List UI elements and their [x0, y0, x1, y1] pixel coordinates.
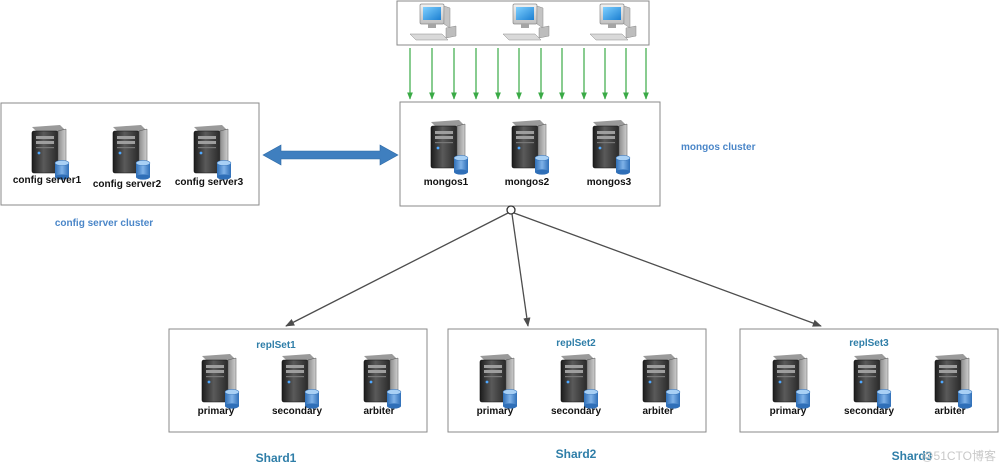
mongos3-server-icon — [592, 119, 631, 176]
shard1-secondary-label: secondary — [272, 406, 322, 417]
config-server1-icon — [31, 124, 70, 181]
mongos1-label: mongos1 — [424, 177, 469, 188]
mongos-cluster: mongos1 mongos2 mongos3 — [399, 101, 661, 207]
config-server1-label: config server1 — [13, 175, 82, 186]
config-server-cluster: config server1 config server2 config ser… — [0, 102, 260, 206]
shard3-secondary-label: secondary — [844, 406, 894, 417]
shard3-secondary-server-icon — [853, 353, 892, 410]
shard3-arbiter-server-icon — [934, 353, 973, 410]
shard2-replset: replSet2 primary secondary arbiter — [447, 328, 707, 433]
shard2-primary-label: primary — [477, 406, 514, 417]
shard3-arbiter-label: arbiter — [934, 406, 965, 417]
config-server2-icon — [112, 124, 151, 181]
shard1-primary-label: primary — [198, 406, 235, 417]
shard1-secondary-server-icon — [281, 353, 320, 410]
shard3-primary-label: primary — [770, 406, 807, 417]
mongos2-label: mongos2 — [505, 177, 550, 188]
shard3-replset: replSet3 primary secondary arbiter — [739, 328, 999, 433]
config-server3-label: config server3 — [175, 177, 244, 188]
mongos3-label: mongos3 — [587, 177, 632, 188]
routing-junction — [506, 205, 516, 215]
watermark-text: @51CTO博客 — [921, 448, 996, 463]
replset2-label: replSet2 — [556, 338, 596, 349]
client-request-arrows — [407, 48, 649, 100]
shard2-secondary-label: secondary — [551, 406, 601, 417]
shard1-replset: replSet1 primary secondary arbiter — [168, 328, 428, 433]
shard1-primary-server-icon — [201, 353, 240, 410]
mongos1-server-icon — [430, 119, 469, 176]
mongos-cluster-label: mongos cluster — [681, 142, 756, 153]
clients-group — [396, 0, 650, 46]
shard2-label: Shard2 — [556, 447, 597, 461]
shard2-primary-server-icon — [479, 353, 518, 410]
shard1-arbiter-label: arbiter — [363, 406, 394, 417]
shard3-primary-server-icon — [772, 353, 811, 410]
config-server2-label: config server2 — [93, 179, 162, 190]
shard1-arbiter-server-icon — [363, 353, 402, 410]
replset1-label: replSet1 — [256, 340, 296, 351]
mongos2-server-icon — [511, 119, 550, 176]
config-mongos-bidirectional-arrow — [262, 144, 399, 166]
route-to-shard3-arrow — [513, 212, 822, 327]
shard2-arbiter-label: arbiter — [642, 406, 673, 417]
replset3-label: replSet3 — [849, 338, 889, 349]
config-server3-icon — [193, 124, 232, 181]
shard2-secondary-server-icon — [560, 353, 599, 410]
shard2-arbiter-server-icon — [642, 353, 681, 410]
shard3-label: Shard3 — [892, 449, 933, 463]
config-cluster-label: config server cluster — [55, 218, 153, 229]
routing-arrows — [285, 205, 822, 327]
shard1-label: Shard1 — [256, 451, 297, 465]
route-to-shard1-arrow — [285, 212, 509, 327]
route-to-shard2-arrow — [511, 213, 531, 327]
